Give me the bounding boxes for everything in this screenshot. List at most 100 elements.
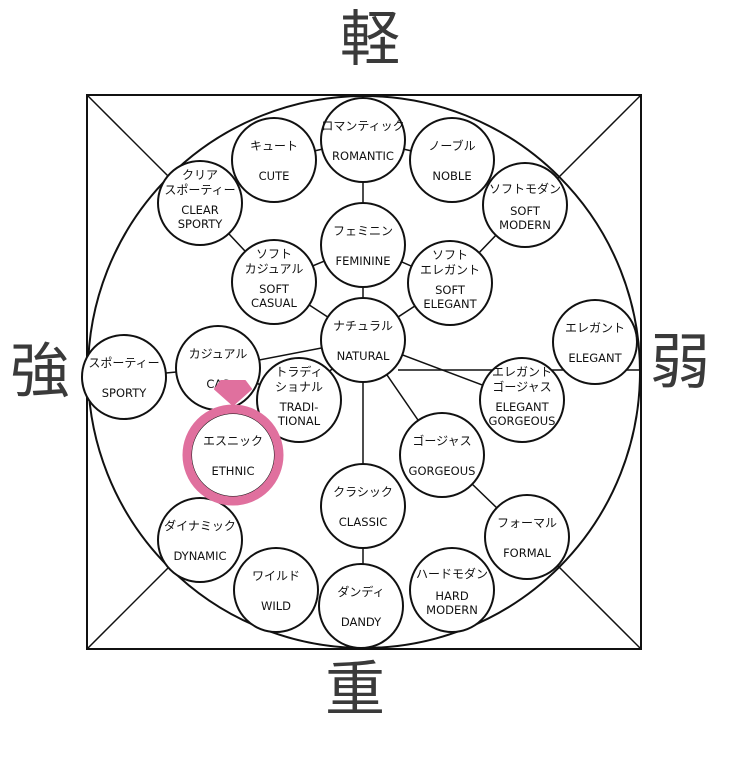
node-label: ソフトモダン	[489, 181, 561, 196]
node-romantic: ロマンティック ROMANTIC	[320, 97, 406, 183]
axis-label-weak: 弱	[650, 328, 710, 398]
node-circle	[320, 297, 406, 383]
node-natural: ナチュラル NATURAL	[320, 297, 406, 383]
ring-gem	[214, 380, 252, 406]
node-circle	[256, 357, 342, 443]
node-circle	[399, 412, 485, 498]
node-label: フェミニン	[333, 224, 393, 238]
node-circle	[157, 160, 243, 246]
node-label: WILD	[261, 599, 291, 613]
node-label: TRADI-	[279, 400, 319, 414]
node-label: ダイナミック	[164, 518, 236, 533]
node-label: ソフト	[432, 248, 468, 262]
node-circle	[552, 299, 638, 385]
node-label: フォーマル	[497, 516, 557, 530]
node-label: FORMAL	[503, 546, 551, 560]
node-label: HARD	[435, 589, 469, 603]
node-feminine: フェミニン FEMININE	[320, 202, 406, 288]
ring-icon	[182, 380, 284, 506]
node-cute: キュート CUTE	[231, 117, 317, 203]
node-noble: ノーブル NOBLE	[409, 117, 495, 203]
node-label: エレガント	[492, 365, 552, 379]
node-label: SOFT	[510, 204, 541, 218]
node-label: SOFT	[435, 283, 466, 297]
node-label: キュート	[250, 139, 298, 153]
node-label: CLASSIC	[339, 515, 388, 529]
node-circle	[482, 162, 568, 248]
node-label: ELEGANT	[423, 297, 477, 311]
node-dynamic: ダイナミック DYNAMIC	[157, 497, 243, 583]
node-label: ショナル	[275, 380, 323, 394]
node-label: クリア	[182, 168, 218, 182]
node-label: DYNAMIC	[173, 549, 226, 563]
diagonal-bottom-right	[552, 560, 642, 650]
node-circle	[409, 547, 495, 633]
node-elegant: エレガント ELEGANT	[552, 299, 638, 385]
node-circle	[409, 117, 495, 203]
node-label: NOBLE	[432, 169, 471, 183]
node-circle	[320, 202, 406, 288]
axis-label-strong: 強	[10, 337, 70, 407]
node-label: ROMANTIC	[332, 149, 394, 163]
node-dandy: ダンディ DANDY	[318, 563, 404, 649]
node-label: ロマンティック	[321, 119, 404, 133]
node-circle	[157, 497, 243, 583]
node-label: エスニック	[203, 434, 263, 448]
node-circle	[318, 563, 404, 649]
node-label: FEMININE	[335, 254, 390, 268]
node-label: CUTE	[259, 169, 290, 183]
node-circle	[479, 357, 565, 443]
node-label: DANDY	[341, 615, 382, 629]
node-label: ワイルド	[252, 569, 300, 583]
node-label: NATURAL	[337, 349, 390, 363]
ring-band	[182, 404, 284, 506]
node-classic: クラシック CLASSIC	[320, 463, 406, 549]
node-label: ETHNIC	[212, 464, 255, 478]
node-circle	[175, 325, 261, 411]
node-label: GORGEOUS	[489, 414, 556, 428]
node-label: GORGEOUS	[409, 464, 476, 478]
node-label: ゴージャス	[492, 379, 551, 394]
node-label: エレガント	[565, 321, 625, 335]
node-label: CASUAL	[251, 296, 297, 310]
node-formal: フォーマル FORMAL	[484, 494, 570, 580]
node-label: SOFT	[259, 282, 290, 296]
axis-label-heavy: 重	[325, 655, 385, 725]
node-label: クラシック	[333, 485, 393, 499]
node-circle	[231, 117, 317, 203]
node-circle	[320, 97, 406, 183]
node-label: ハードモダン	[416, 566, 488, 581]
diagonal-bottom-left	[86, 560, 176, 650]
node-label: MODERN	[499, 218, 551, 232]
node-label: エレガント	[420, 263, 480, 277]
node-wild: ワイルド WILD	[233, 547, 319, 633]
node-circle	[231, 239, 317, 325]
node-circle	[407, 240, 493, 326]
node-label: ELEGANT	[568, 351, 622, 365]
node-label: ダンディ	[337, 584, 384, 599]
node-label: SPORTY	[102, 386, 147, 400]
node-label: CLEAR	[181, 203, 219, 217]
node-casual: カジュアルCAS	[175, 325, 261, 411]
node-label: トラディ	[275, 364, 322, 379]
node-label: ELEGANT	[495, 400, 549, 414]
node-label: ノーブル	[428, 138, 475, 153]
node-label: SPORTY	[178, 217, 223, 231]
axis-label-light: 軽	[340, 5, 400, 75]
style-nodes: ロマンティックROMANTICキュートCUTEノーブルNOBLEクリアスポーティ…	[81, 97, 638, 649]
diagonal-top-left	[86, 94, 176, 184]
node-circle	[81, 334, 167, 420]
node-label: ナチュラル	[333, 319, 393, 333]
node-circle	[320, 463, 406, 549]
node-label: TIONAL	[277, 414, 321, 428]
